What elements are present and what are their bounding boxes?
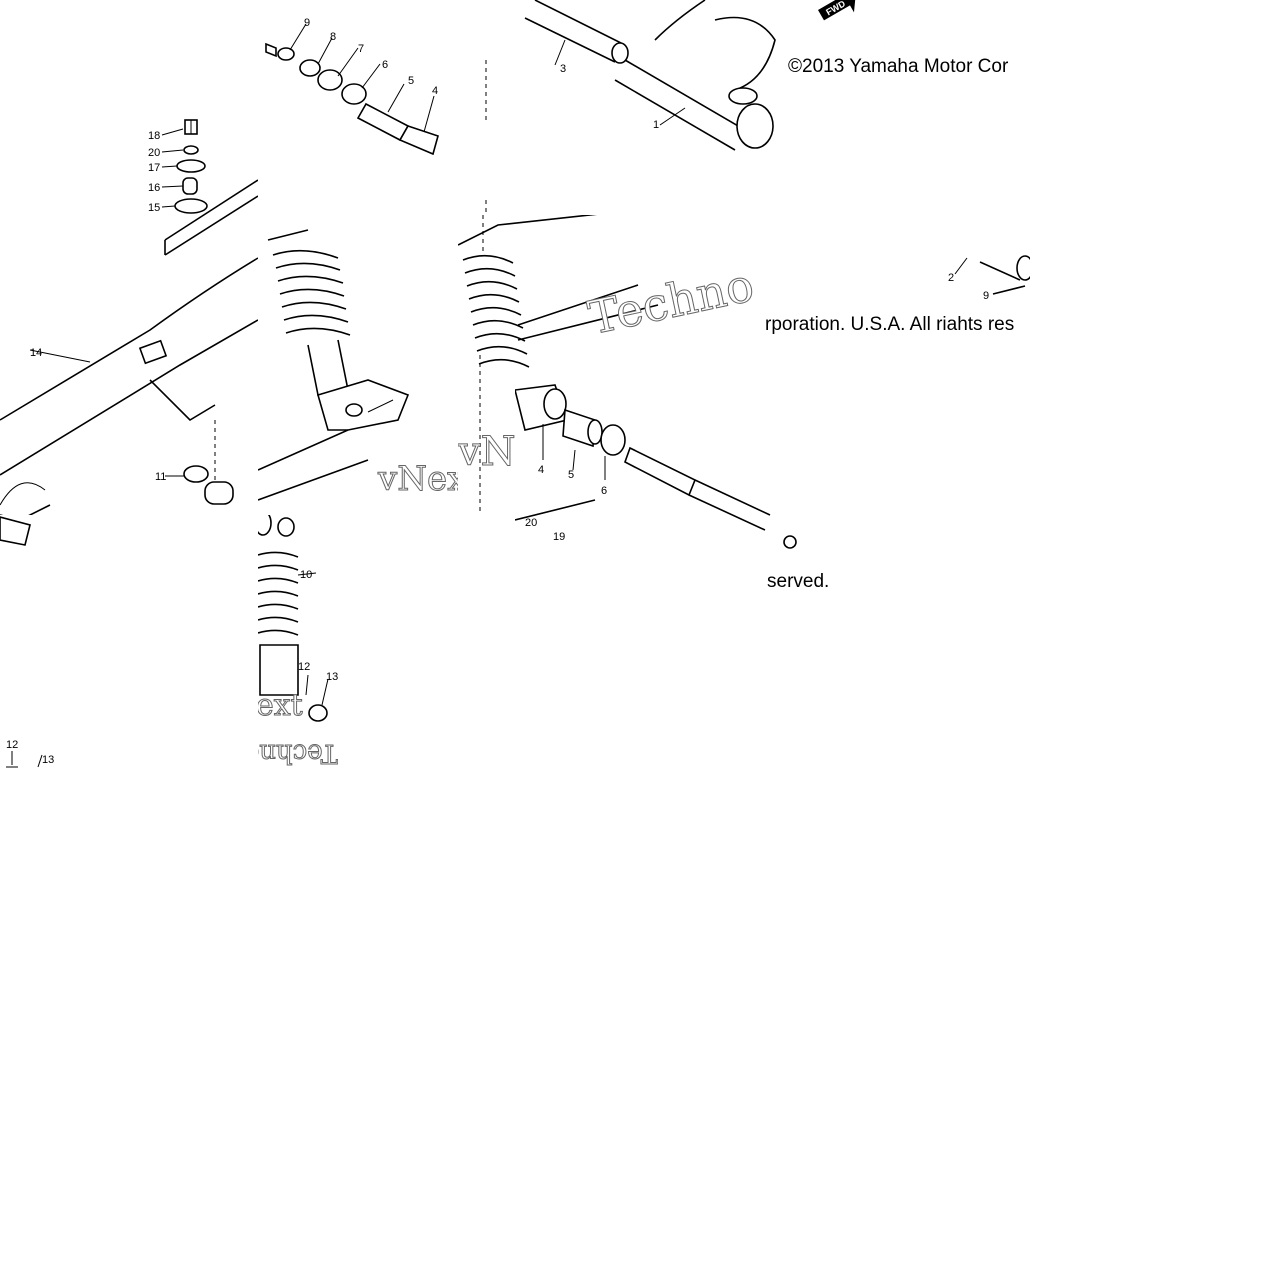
- fragment-drawing: 12 13: [0, 516, 54, 768]
- copyright-line-3: served.: [767, 571, 830, 592]
- swing-arm-left-drawing: 18 20 17 16 15 14 11: [0, 119, 258, 515]
- callout-4-center: 4: [538, 464, 544, 476]
- copyright-line-1: ©2013 Yamaha Motor Cor: [788, 56, 1009, 77]
- callout-14: 14: [30, 347, 42, 359]
- fwd-label: FWD: [824, 0, 847, 17]
- callout-16: 16: [148, 182, 160, 194]
- callout-20: 20: [148, 147, 160, 159]
- watermark-techno-center: Techno: [584, 257, 759, 345]
- callout-5: 5: [408, 75, 414, 87]
- callout-8: 8: [330, 31, 336, 43]
- center-drawing: Techno vNe: [458, 215, 759, 515]
- callout-9: 9: [304, 17, 310, 29]
- callout-10: 10: [300, 569, 312, 581]
- callout-18: 18: [148, 130, 160, 142]
- tubes-drawing: FWD 3 1: [524, 0, 856, 151]
- callout-13-lower: 13: [42, 754, 54, 766]
- watermark-ext: ext: [258, 688, 303, 723]
- pivot-shaft-drawing: 4 5 6 20 19: [515, 384, 797, 549]
- callout-13: 13: [326, 671, 338, 683]
- copyright-line-2: rporation. U.S.A. All riahts res: [765, 315, 1015, 334]
- callout-19: 19: [553, 531, 565, 543]
- callout-12: 12: [298, 661, 310, 673]
- diagram-tile-pivot-shaft: 4 5 6 20 19: [515, 370, 815, 555]
- callout-6: 6: [382, 59, 388, 71]
- callout-9-right: 9: [983, 290, 989, 302]
- fwd-arrow-icon: FWD: [818, 0, 856, 21]
- shock-lower-drawing: 10 12 13 ext Techno: [258, 515, 338, 769]
- diagram-tile-swing-arm-left: 18 20 17 16 15 14 11: [0, 0, 258, 515]
- callout-20-center: 20: [525, 517, 537, 529]
- diagram-tile-right: 2 9: [945, 250, 1030, 305]
- callout-4: 4: [432, 85, 438, 97]
- watermark-techno-inverted: Techno: [258, 738, 338, 768]
- callout-17: 17: [148, 162, 160, 174]
- callout-15: 15: [148, 202, 160, 214]
- diagram-tile-shock-lower: 10 12 13 ext Techno: [258, 515, 338, 772]
- callout-2: 2: [948, 272, 954, 284]
- callout-1: 1: [653, 119, 659, 131]
- callout-6-center: 6: [601, 485, 607, 497]
- callout-12-lower: 12: [6, 739, 18, 751]
- callout-7: 7: [358, 43, 364, 55]
- callout-11: 11: [155, 471, 166, 483]
- right-fragment-drawing: 2 9: [948, 255, 1030, 302]
- diagram-tile-fragment: 12 13: [0, 515, 258, 772]
- callout-3: 3: [560, 63, 566, 75]
- callout-5-center: 5: [568, 469, 574, 481]
